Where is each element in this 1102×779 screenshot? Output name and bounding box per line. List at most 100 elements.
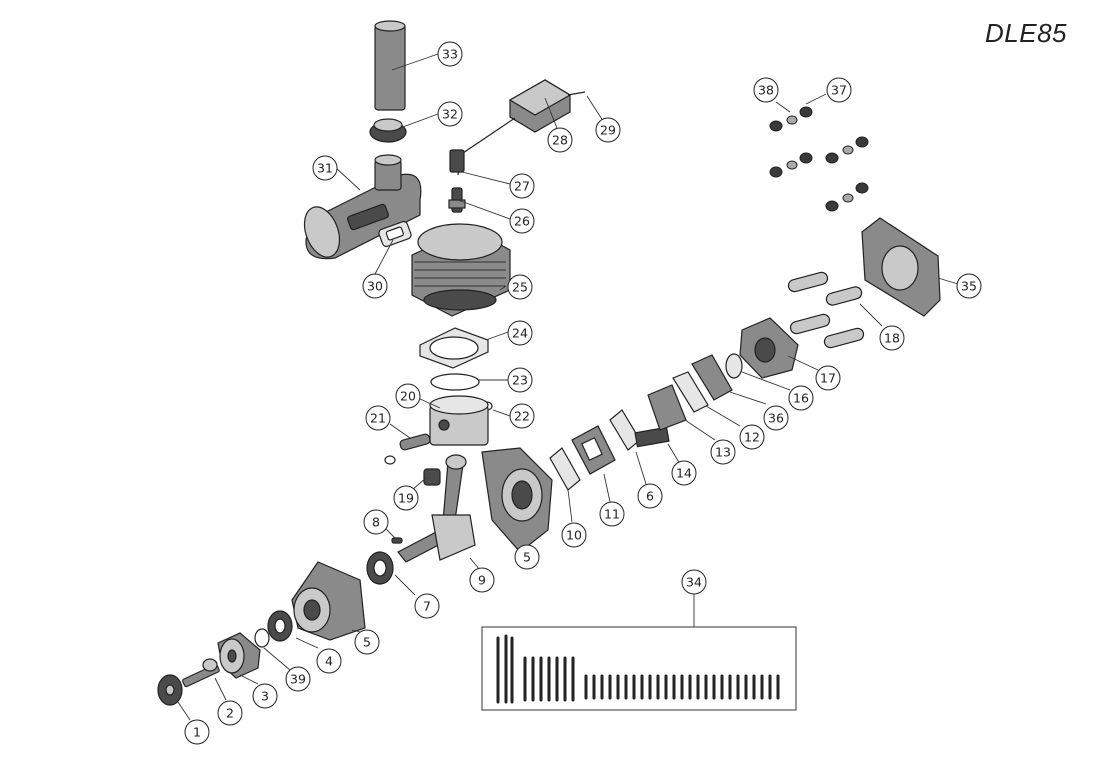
callout-label: 7 bbox=[423, 599, 431, 614]
callout-circle bbox=[788, 385, 814, 411]
callout-38: 38 bbox=[753, 77, 779, 103]
callout-label: 8 bbox=[372, 515, 380, 530]
callout-label: 16 bbox=[793, 391, 809, 406]
callout-16: 16 bbox=[788, 385, 814, 411]
callout-label: 22 bbox=[514, 409, 530, 424]
callout-29: 29 bbox=[595, 117, 621, 143]
callout-label: 3 bbox=[261, 689, 269, 704]
callout-27: 27 bbox=[509, 173, 535, 199]
callout-23: 23 bbox=[507, 367, 533, 393]
callout-label: 11 bbox=[604, 507, 620, 522]
part-carburetor bbox=[739, 317, 799, 379]
callout-label: 29 bbox=[600, 123, 616, 138]
callout-circle bbox=[637, 483, 663, 509]
callout-5: 5 bbox=[514, 544, 540, 570]
callout-25: 25 bbox=[507, 274, 533, 300]
part-carb-gasket bbox=[725, 353, 743, 379]
callout-37: 37 bbox=[826, 77, 852, 103]
callout-26: 26 bbox=[509, 208, 535, 234]
callout-34: 34 bbox=[681, 569, 707, 595]
callout-circle bbox=[184, 719, 210, 745]
part-reed-block bbox=[647, 384, 687, 431]
callout-19: 19 bbox=[393, 485, 419, 511]
callout-circle bbox=[561, 522, 587, 548]
callout-5: 5 bbox=[354, 629, 380, 655]
part-screw-set bbox=[481, 626, 797, 711]
part-piston bbox=[429, 395, 489, 446]
part-exhaust-pipe bbox=[374, 20, 406, 111]
part-needle-bearing bbox=[423, 468, 441, 486]
callout-circle bbox=[437, 101, 463, 127]
callout-circle bbox=[509, 403, 535, 429]
part-piston-ring bbox=[430, 373, 480, 391]
callout-label: 28 bbox=[552, 133, 568, 148]
callout-label: 14 bbox=[676, 466, 692, 481]
callout-label: 23 bbox=[512, 373, 528, 388]
callout-label: 13 bbox=[715, 445, 731, 460]
leader-lines bbox=[177, 53, 959, 721]
part-crankcase-front bbox=[291, 561, 366, 641]
callout-circle bbox=[469, 567, 495, 593]
callout-20: 20 bbox=[395, 383, 421, 409]
part-reed-gasket bbox=[672, 371, 709, 413]
part-prop-washer bbox=[157, 674, 183, 706]
callout-30: 30 bbox=[362, 273, 388, 299]
callout-circle bbox=[363, 509, 389, 535]
callout-label: 37 bbox=[831, 83, 847, 98]
part-bearing-front bbox=[366, 551, 394, 585]
callout-circle bbox=[365, 405, 391, 431]
callout-label: 1 bbox=[193, 725, 201, 740]
callout-label: 34 bbox=[686, 575, 702, 590]
model-title: DLE85 bbox=[985, 18, 1067, 48]
part-exhaust-gasket bbox=[378, 220, 412, 248]
callout-circle bbox=[414, 593, 440, 619]
part-mount-plate bbox=[861, 217, 941, 317]
callout-10: 10 bbox=[561, 522, 587, 548]
part-wrist-pin bbox=[384, 433, 431, 465]
part-shim bbox=[254, 628, 270, 648]
callout-label: 12 bbox=[744, 430, 760, 445]
callout-label: 31 bbox=[317, 161, 333, 176]
part-pipe-coupler bbox=[369, 118, 407, 143]
callout-label: 36 bbox=[768, 411, 784, 426]
callout-circle bbox=[509, 173, 535, 199]
callout-label: 9 bbox=[478, 573, 486, 588]
callout-label: 19 bbox=[398, 491, 414, 506]
part-grommets bbox=[769, 106, 869, 212]
part-muffler bbox=[303, 154, 422, 260]
callout-2: 2 bbox=[217, 700, 243, 726]
part-spark-plug bbox=[448, 187, 466, 213]
callout-label: 35 bbox=[961, 279, 977, 294]
part-insulator bbox=[691, 354, 733, 401]
callout-circle bbox=[437, 41, 463, 67]
part-prop-bolt bbox=[182, 658, 220, 688]
part-prop-hub bbox=[217, 632, 261, 679]
callout-label: 25 bbox=[512, 280, 528, 295]
callout-layer: 3332313029282726252423222120198975510116… bbox=[184, 41, 982, 745]
callout-circle bbox=[312, 155, 338, 181]
callout-17: 17 bbox=[815, 365, 841, 391]
callout-circle bbox=[285, 666, 311, 692]
callout-circle bbox=[763, 405, 789, 431]
callout-label: 4 bbox=[325, 654, 333, 669]
callout-31: 31 bbox=[312, 155, 338, 181]
callout-label: 38 bbox=[758, 83, 774, 98]
callout-circle bbox=[826, 77, 852, 103]
callout-label: 24 bbox=[512, 326, 528, 341]
callout-circle bbox=[395, 383, 421, 409]
part-crankshaft bbox=[397, 454, 476, 563]
callout-circle bbox=[956, 273, 982, 299]
callout-9: 9 bbox=[469, 567, 495, 593]
callout-label: 21 bbox=[370, 411, 386, 426]
callout-circle bbox=[217, 700, 243, 726]
part-spacer-gasket bbox=[609, 409, 641, 451]
part-bearing-rear bbox=[267, 610, 293, 642]
callout-32: 32 bbox=[437, 101, 463, 127]
callout-circle bbox=[507, 367, 533, 393]
callout-6: 6 bbox=[637, 483, 663, 509]
callout-circle bbox=[599, 501, 625, 527]
callout-12: 12 bbox=[739, 424, 765, 450]
callout-circle bbox=[681, 569, 707, 595]
callout-label: 39 bbox=[290, 672, 306, 687]
